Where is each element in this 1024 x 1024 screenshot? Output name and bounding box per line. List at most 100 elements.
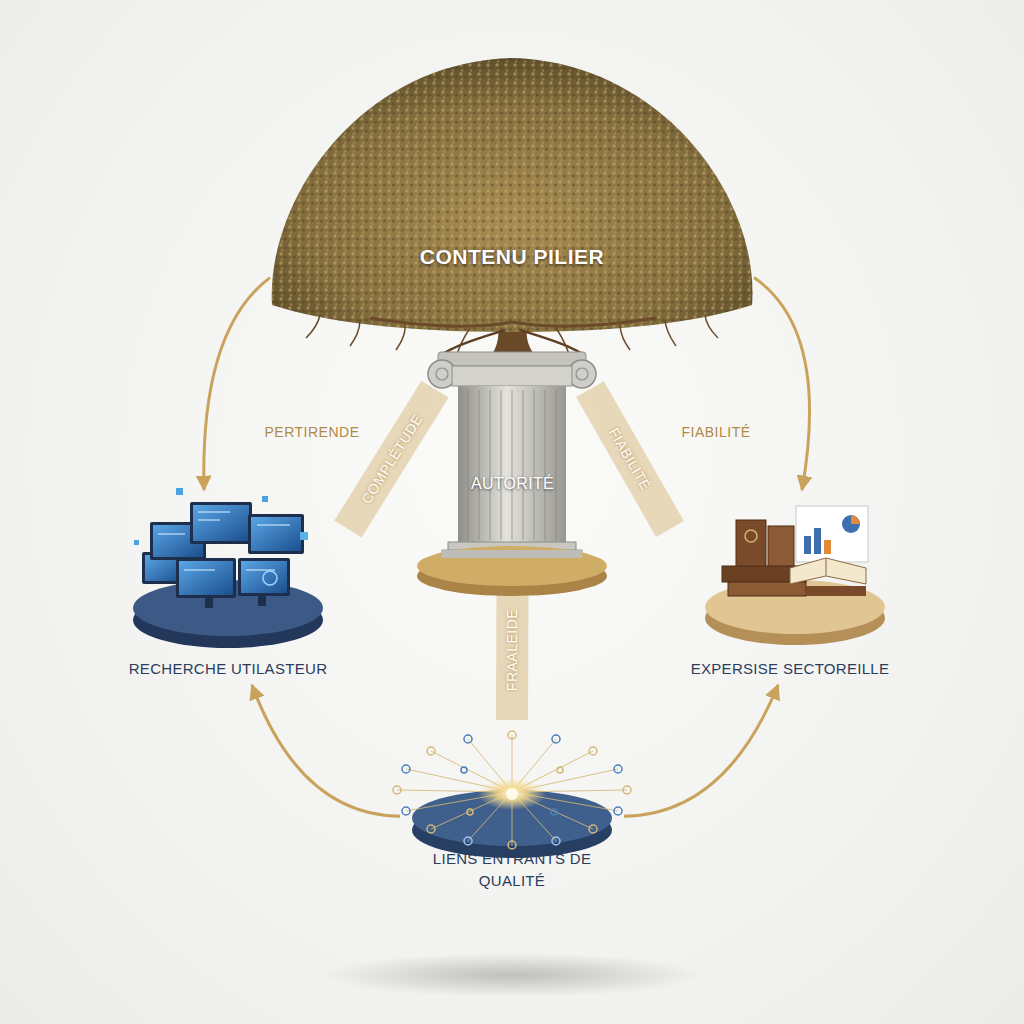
network-platform xyxy=(393,731,631,858)
monitor-platform-part xyxy=(179,561,233,595)
node-label: EXPERSISE SECTOREILLE xyxy=(691,658,890,680)
books-platform-part xyxy=(736,520,766,568)
books-platform-part xyxy=(790,558,866,584)
ionic-column-part xyxy=(442,550,582,558)
monitor-platform-part xyxy=(190,502,252,544)
books-platform-part xyxy=(814,528,821,554)
monitor-platform-part-part xyxy=(158,533,185,535)
flow-arc xyxy=(252,685,400,816)
ionic-column-part xyxy=(438,352,586,366)
tree-illustration-part xyxy=(370,318,512,326)
books-platform-part xyxy=(796,506,868,562)
network-platform-part-part xyxy=(461,767,467,773)
flow-arc xyxy=(624,685,778,816)
edge-label: PERTIRENDE xyxy=(265,424,360,440)
monitor-platform-part xyxy=(238,558,290,596)
network-platform-part xyxy=(506,788,518,800)
books-platform xyxy=(705,506,885,645)
platform-node: RECHERCHE UTILASTEUR xyxy=(108,490,348,685)
network-platform-part-part xyxy=(427,825,435,833)
node-label: RECHERCHE UTILASTEUR xyxy=(129,658,328,680)
node-label: LIENS ENTRANTS DE QUALITÉ xyxy=(432,848,592,892)
books-platform-part xyxy=(728,582,806,596)
platform-node: EXPERSISE SECTOREILLE xyxy=(670,490,910,685)
monitor-platform-part xyxy=(176,558,236,598)
network-platform-part-part xyxy=(402,765,410,773)
network-platform-part-part xyxy=(467,809,473,815)
tree-illustration-part xyxy=(396,324,405,350)
node-text-group: LIENS ENTRANTS DE QUALITÉ xyxy=(400,848,624,892)
books-platform-part xyxy=(826,558,827,576)
network-platform-part-part xyxy=(508,731,516,739)
network-platform-part xyxy=(478,778,546,810)
tree-illustration xyxy=(272,58,753,358)
monitor-platform xyxy=(133,488,323,648)
edge-label: COMPLÉTUDE xyxy=(358,411,426,506)
network-platform-part-part xyxy=(589,825,597,833)
light-beam xyxy=(590,389,670,529)
network-platform-part-part xyxy=(393,786,401,794)
monitor-platform-part xyxy=(258,596,266,606)
light-beam xyxy=(348,389,435,529)
ionic-column-part-part xyxy=(555,390,556,540)
monitor-platform-part xyxy=(251,517,301,551)
ionic-column-part-part xyxy=(478,390,479,540)
monitor-platform-part xyxy=(300,532,308,540)
books-platform-part xyxy=(768,526,794,568)
network-platform-part-part xyxy=(464,735,472,743)
tree-canopy-node: CONTENU PILIER xyxy=(270,60,754,332)
ionic-column-part-part xyxy=(511,390,512,540)
ionic-column-part xyxy=(468,390,556,540)
network-platform-part-part xyxy=(614,807,622,815)
books-platform-part xyxy=(804,536,811,554)
node-text-group: RECHERCHE UTILASTEUR xyxy=(108,658,348,680)
books-platform-part xyxy=(806,586,866,596)
light-beam xyxy=(496,580,529,720)
ionic-column xyxy=(417,352,607,596)
network-platform-part-part xyxy=(427,747,435,755)
monitor-platform-part xyxy=(176,488,183,495)
network-platform-part xyxy=(397,735,627,845)
tree-illustration-part xyxy=(272,58,753,332)
ionic-column-part xyxy=(417,546,607,586)
ground-shadow xyxy=(322,953,702,997)
tree-illustration-part xyxy=(620,324,630,350)
edge-label: FIABILITÉ xyxy=(681,424,750,440)
node-label: AUTORITÉ xyxy=(471,473,554,495)
ionic-column-part xyxy=(452,366,572,386)
books-platform-part xyxy=(842,515,860,533)
ionic-column-part-part xyxy=(467,390,468,540)
node-label: CONTENU PILIER xyxy=(420,246,604,268)
tree-illustration-part xyxy=(512,318,656,326)
monitor-platform-part-part xyxy=(198,511,230,513)
network-platform-part-part xyxy=(589,747,597,755)
books-platform-part xyxy=(851,515,860,524)
network-platform-part-part xyxy=(464,837,472,845)
network-platform-part-part xyxy=(552,735,560,743)
monitor-platform-part xyxy=(205,598,213,608)
tree-illustration-part xyxy=(705,315,718,338)
ionic-column-part xyxy=(576,368,588,380)
monitor-platform-part xyxy=(158,512,290,570)
network-platform-part xyxy=(393,731,631,849)
ionic-column-part-part xyxy=(544,390,545,540)
books-platform-part xyxy=(745,530,757,542)
node-text-group: CONTENU PILIER xyxy=(270,246,754,268)
monitor-platform-part-part xyxy=(257,524,290,526)
monitor-platform-part xyxy=(193,505,249,541)
monitor-platform-part xyxy=(262,496,268,502)
ionic-column-part-part xyxy=(489,390,490,540)
edge-label: FRAALEIDE xyxy=(504,609,520,691)
monitor-platform-part-part xyxy=(184,569,215,571)
books-platform-part xyxy=(824,540,831,554)
network-platform-part-part xyxy=(508,841,516,849)
network-platform-part-part xyxy=(557,767,563,773)
tree-illustration-part xyxy=(665,320,676,346)
network-platform-part-part xyxy=(552,837,560,845)
monitor-platform-part xyxy=(248,514,304,554)
monitor-platform-part xyxy=(241,561,287,593)
platform-node: LIENS ENTRANTS DE QUALITÉ xyxy=(400,720,624,895)
flow-arc xyxy=(754,278,810,490)
tree-illustration-part xyxy=(350,320,360,346)
